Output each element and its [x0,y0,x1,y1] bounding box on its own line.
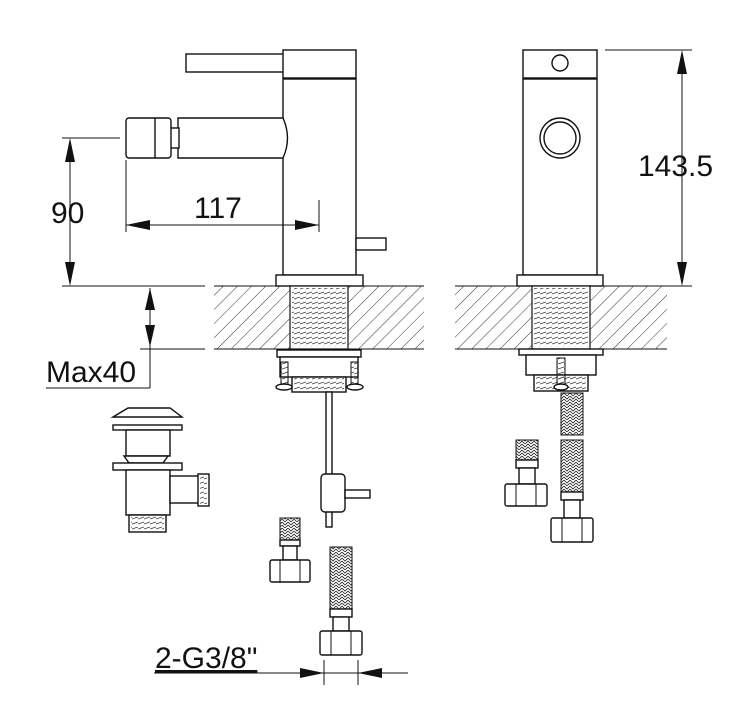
front-view [516,49,604,287]
dimension-max40 [46,285,205,389]
dimension-g38 [154,660,408,685]
label-max-deck-thickness: Max40 [46,356,137,389]
label-spout-reach: 117 [194,192,242,225]
pop-up-waste [110,407,210,533]
pop-up-rod [325,391,333,528]
hose-short-front [504,439,548,507]
spout-outlet [539,117,581,159]
label-spout-height: 90 [51,197,85,230]
hose-long-side [319,546,363,656]
countertop-section-side [214,285,424,528]
dimension-117 [125,160,320,232]
aerator [125,117,172,159]
side-view [125,49,387,287]
countertop-section-front [455,285,667,392]
dimension-90 [62,137,205,287]
lever-handle [185,53,285,73]
label-connection-thread: 2-G3/8" [155,642,258,675]
faucet-body [282,78,357,276]
label-total-height: 143.5 [638,150,714,183]
hose-short-side [269,517,311,583]
hose-long-front [550,392,594,543]
spout [177,117,289,159]
dimension-143-5 [605,49,692,287]
